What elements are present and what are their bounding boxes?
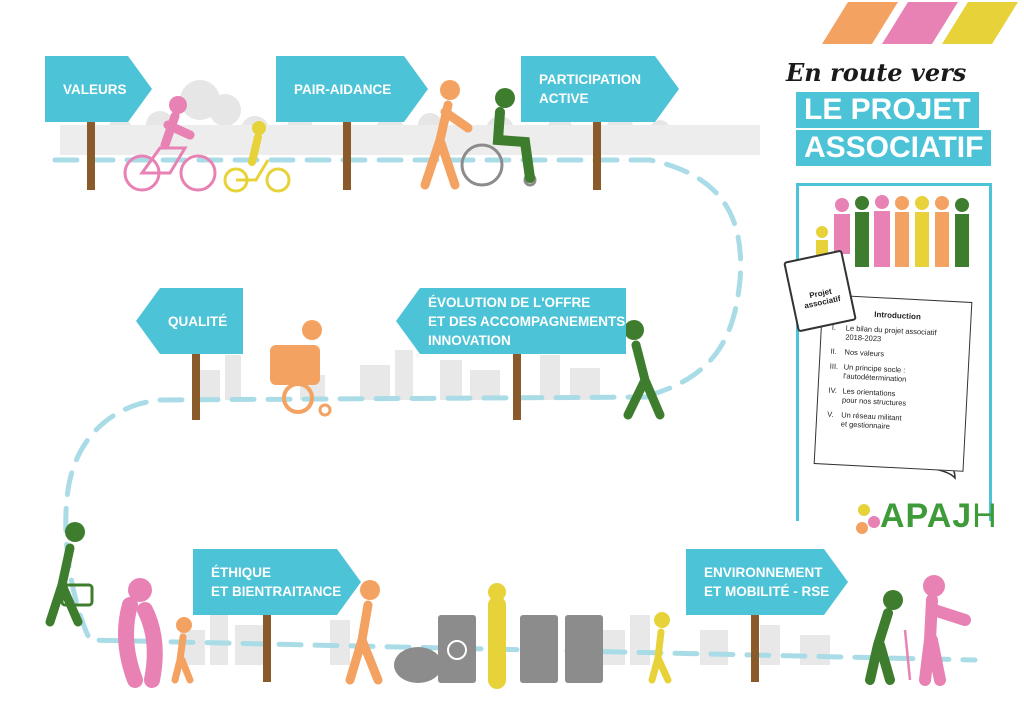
walking-person-icon xyxy=(118,578,194,688)
toc-item-text: Nos valeurs xyxy=(844,347,885,359)
child-bicycle-icon xyxy=(223,121,291,193)
sign-pair-aidance: PAIR-AIDANCE xyxy=(276,56,428,122)
cane-icon xyxy=(865,575,971,686)
sign-participation-line-2: ACTIVE xyxy=(539,91,589,106)
recycling-bin-icon xyxy=(394,583,603,689)
sign-ethique-line-2: ET BIENTRAITANCE xyxy=(211,584,342,599)
sign-environnement-line-1: ENVIRONNEMENT xyxy=(704,565,823,580)
sign-evolution: ÉVOLUTION DE L'OFFRE ET DES ACCOMPAGNEME… xyxy=(396,288,626,354)
sign-evolution-line-2: ET DES ACCOMPAGNEMENTS : xyxy=(428,313,634,329)
sign-evolution-line-1: ÉVOLUTION DE L'OFFRE xyxy=(428,294,591,310)
logo-text-end: H xyxy=(972,497,998,535)
title-cursive: En route vers xyxy=(786,58,967,87)
sign-pair-aidance-line-1: PAIR-AIDANCE xyxy=(294,81,392,97)
sign-posts xyxy=(87,120,759,682)
toc-item-number: V. xyxy=(827,409,834,419)
walking-person-icon xyxy=(345,580,383,685)
bicycle-icon xyxy=(123,96,217,192)
dashed-route xyxy=(52,157,978,663)
wheelchair-icon xyxy=(460,88,537,187)
city-skyline-middle xyxy=(200,350,600,400)
sign-evolution-line-3: INNOVATION xyxy=(428,332,511,348)
briefcase-icon xyxy=(45,522,94,627)
title-line-1: LE PROJET xyxy=(796,92,979,128)
corner-stripes xyxy=(822,2,1018,44)
toc-item-number: III. xyxy=(829,361,839,372)
power-wheelchair-icon xyxy=(270,320,332,417)
title-line-2: ASSOCIATIF xyxy=(796,130,992,166)
walking-person-icon xyxy=(648,612,672,684)
sign-qualite-line-1: QUALITÉ xyxy=(168,313,228,329)
sign-ethique-line-1: ÉTHIQUE xyxy=(211,565,272,580)
flower-logo-icon xyxy=(856,504,880,534)
toc-item-number: II. xyxy=(830,346,838,357)
sign-valeurs: VALEURS xyxy=(45,56,152,122)
toc-item-text: l'autodétermination xyxy=(843,371,907,384)
logo-text-main: APAJ xyxy=(880,497,973,535)
sign-ethique: ÉTHIQUE ET BIENTRAITANCE xyxy=(193,549,361,615)
walking-person-icon xyxy=(420,80,473,190)
sign-participation-line-1: PARTICIPATION xyxy=(539,72,641,87)
sign-qualite: QUALITÉ xyxy=(136,288,243,354)
toc-item-number: IV. xyxy=(828,385,838,396)
sign-environnement: ENVIRONNEMENT ET MOBILITÉ - RSE xyxy=(686,549,848,615)
toc-item-number: I. xyxy=(831,322,837,332)
toc-item: III. Un principe socle :l'autodéterminat… xyxy=(829,362,960,387)
sign-valeurs-line-1: VALEURS xyxy=(63,81,127,97)
apajh-logo: APAJH xyxy=(880,497,998,536)
project-panel-frame xyxy=(796,183,992,521)
sign-environnement-line-2: ET MOBILITÉ - RSE xyxy=(704,584,830,599)
walking-person-icon xyxy=(623,320,665,420)
toc-item: II. Nos valeurs xyxy=(830,347,960,363)
sign-participation-active: PARTICIPATION ACTIVE xyxy=(521,56,679,122)
